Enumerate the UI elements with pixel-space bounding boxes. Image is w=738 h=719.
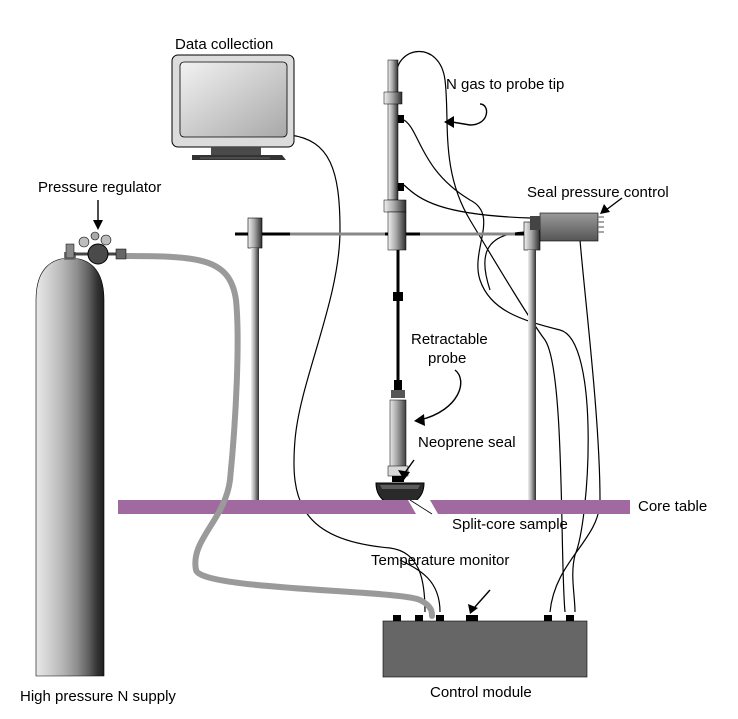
seal-pressure-box	[530, 212, 604, 242]
arrow-temperature	[473, 589, 491, 609]
gas-line	[395, 51, 601, 613]
probe-column	[383, 59, 407, 398]
arrow-seal-pressure	[605, 197, 623, 211]
label-high-pressure: High pressure N supply	[20, 688, 176, 705]
core-table	[118, 499, 630, 515]
arrow-probe	[419, 369, 462, 421]
label-retractable-line2: probe	[428, 350, 467, 367]
data-cable	[289, 134, 426, 613]
label-control-module: Control module	[430, 684, 532, 701]
label-temperature-monitor: Temperature monitor	[371, 552, 510, 569]
label-neoprene-seal: Neoprene seal	[418, 434, 516, 451]
arrow-n-gas	[451, 103, 488, 126]
label-pressure-regulator: Pressure regulator	[38, 179, 162, 196]
label-split-core: Split-core sample	[452, 516, 568, 533]
monitor	[171, 54, 295, 160]
control-module	[382, 615, 588, 678]
support-frame	[235, 217, 541, 500]
gas-hose	[121, 253, 435, 619]
gas-cylinder	[35, 252, 105, 677]
label-data-collection: Data collection	[175, 36, 274, 53]
label-seal-pressure: Seal pressure control	[527, 184, 669, 201]
arrow-heads	[93, 116, 610, 614]
pressure-regulator	[65, 231, 127, 265]
label-n-gas: N gas to probe tip	[446, 76, 565, 93]
label-core-table: Core table	[638, 498, 708, 515]
label-retractable-line1: Retractable	[411, 331, 488, 348]
retractable-probe	[387, 399, 409, 482]
